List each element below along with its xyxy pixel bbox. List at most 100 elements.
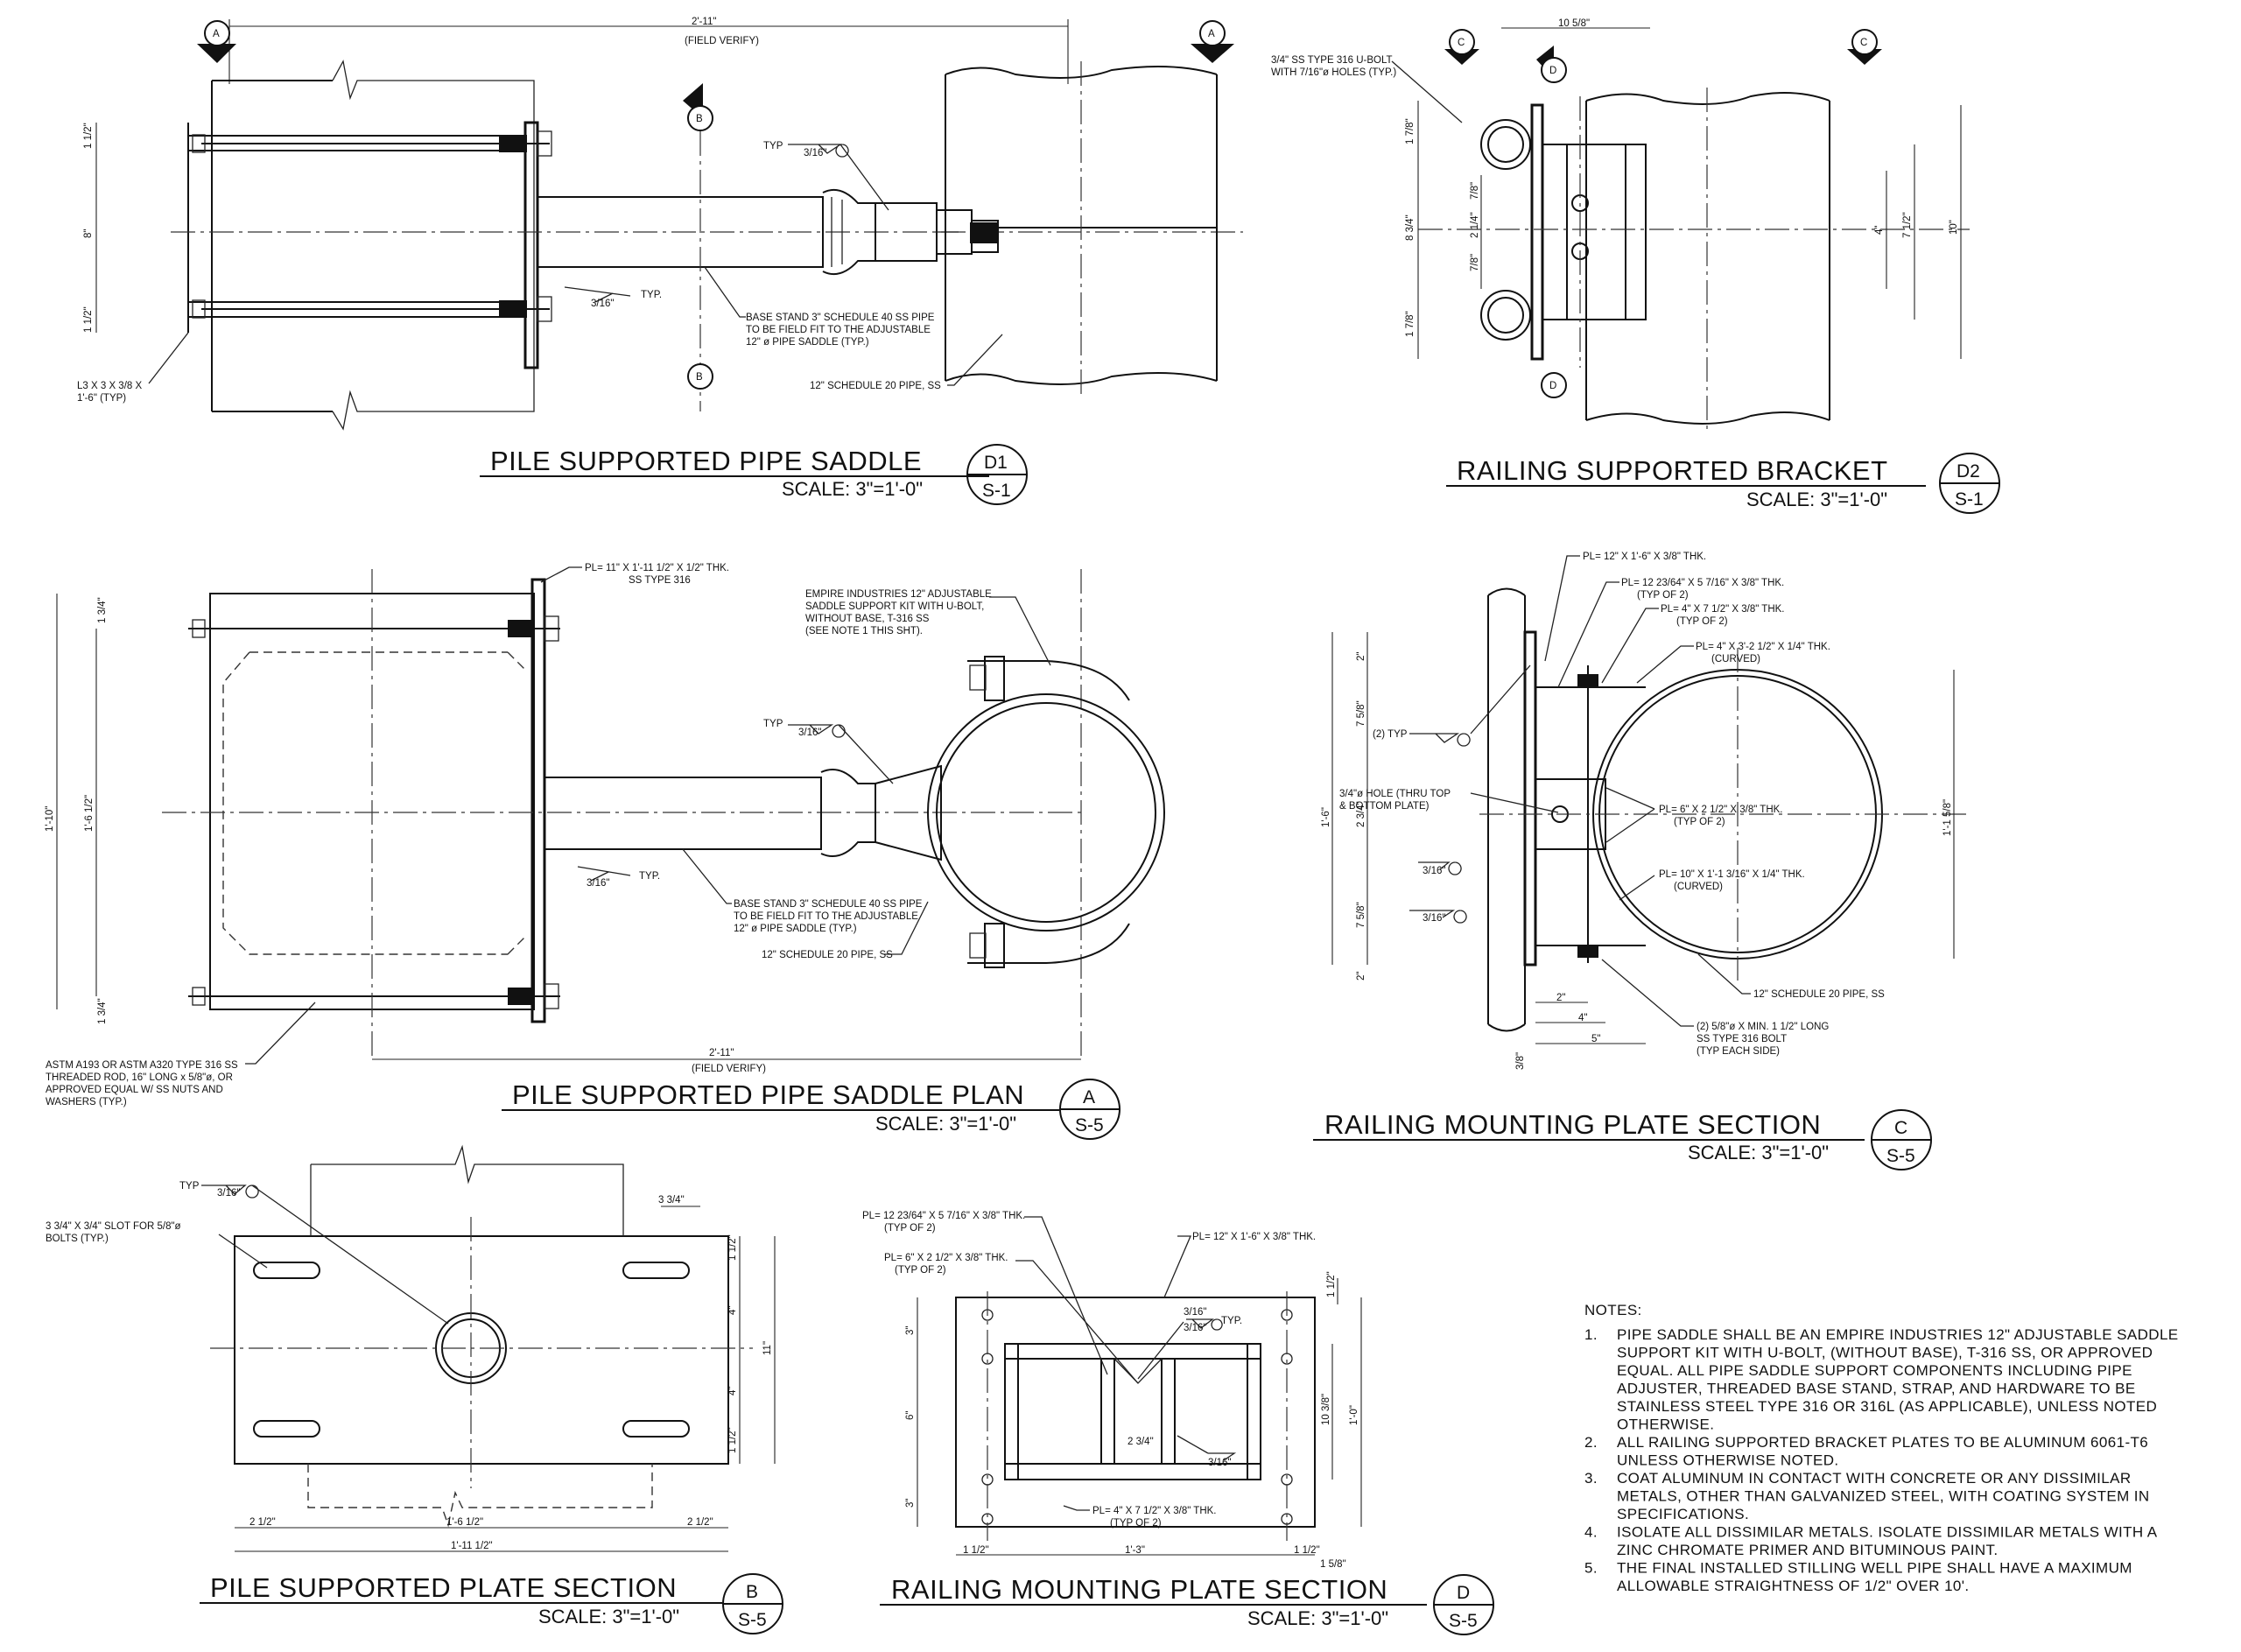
svg-text:(TYP OF 2): (TYP OF 2) xyxy=(895,1265,946,1276)
svg-text:WASHERS (TYP.): WASHERS (TYP.) xyxy=(46,1097,127,1107)
note-number: 4. xyxy=(1584,1524,1598,1541)
svg-text:WITH 7/16"ø HOLES (TYP.): WITH 7/16"ø HOLES (TYP.) xyxy=(1271,67,1396,78)
svg-text:(FIELD VERIFY): (FIELD VERIFY) xyxy=(692,1064,766,1074)
svg-text:3/16": 3/16" xyxy=(1423,913,1445,924)
d-ref: D xyxy=(1457,1583,1470,1603)
svg-text:PL= 4" X 7 1/2" X 3/8" THK.: PL= 4" X 7 1/2" X 3/8" THK. xyxy=(1092,1506,1217,1516)
svg-text:12" ø PIPE SADDLE (TYP.): 12" ø PIPE SADDLE (TYP.) xyxy=(734,924,857,934)
svg-text:2'-11": 2'-11" xyxy=(709,1048,734,1058)
svg-text:3/16": 3/16" xyxy=(1184,1323,1206,1333)
note-line: ALL RAILING SUPPORTED BRACKET PLATES TO … xyxy=(1617,1434,2148,1451)
svg-text:A: A xyxy=(213,29,220,39)
svg-text:PL= 6" X 2 1/2" X 3/8" THK.: PL= 6" X 2 1/2" X 3/8" THK. xyxy=(1659,805,1783,815)
b-sheet: S-5 xyxy=(738,1610,767,1630)
a-scale: SCALE: 3"=1'-0" xyxy=(875,1113,1016,1135)
d1-title: PILE SUPPORTED PIPE SADDLE xyxy=(490,446,922,476)
a-ref: A xyxy=(1083,1087,1095,1107)
svg-text:(CURVED): (CURVED) xyxy=(1674,882,1723,892)
section-marker-c-left: C xyxy=(1444,29,1479,65)
svg-text:4": 4" xyxy=(1874,226,1885,235)
svg-text:(TYP OF 2): (TYP OF 2) xyxy=(1110,1518,1162,1529)
section-marker-d-top: D xyxy=(1536,46,1567,83)
note-number: 5. xyxy=(1584,1560,1598,1577)
note-line: COAT ALUMINUM IN CONTACT WITH CONCRETE O… xyxy=(1617,1470,2132,1487)
svg-text:PL= 4" X 3'-2 1/2" X 1/4" THK.: PL= 4" X 3'-2 1/2" X 1/4" THK. xyxy=(1696,642,1830,652)
b-title: PILE SUPPORTED PLATE SECTION xyxy=(210,1572,677,1603)
section-marker-b-bottom: B xyxy=(687,363,713,390)
svg-text:TYP: TYP xyxy=(179,1181,200,1192)
d-title: RAILING MOUNTING PLATE SECTION xyxy=(891,1574,1387,1605)
svg-text:SADDLE SUPPORT KIT WITH U-BOLT: SADDLE SUPPORT KIT WITH U-BOLT, xyxy=(805,601,984,612)
svg-text:2 1/2": 2 1/2" xyxy=(687,1517,713,1528)
d1-dim-top: 2'-11" xyxy=(692,17,716,27)
svg-text:10 3/8": 10 3/8" xyxy=(1321,1394,1331,1425)
svg-text:BASE STAND 3" SCHEDULE 40 SS P: BASE STAND 3" SCHEDULE 40 SS PIPE xyxy=(746,313,935,323)
svg-text:L3 X 3 X 3/8 X: L3 X 3 X 3/8 X xyxy=(77,381,142,391)
svg-text:A: A xyxy=(1208,29,1215,39)
svg-text:1 5/8": 1 5/8" xyxy=(1320,1559,1346,1570)
a-sheet: S-5 xyxy=(1075,1115,1104,1135)
note-number: 1. xyxy=(1584,1326,1598,1343)
d2-ref: D2 xyxy=(1956,461,1980,482)
detail-d: PL= 12 23/64" X 5 7/16" X 3/8" THK. (TYP… xyxy=(862,1211,1494,1635)
c-ref: C xyxy=(1894,1118,1907,1138)
a-title: PILE SUPPORTED PIPE SADDLE PLAN xyxy=(512,1079,1024,1110)
note-line: ISOLATE ALL DISSIMILAR METALS. ISOLATE D… xyxy=(1617,1524,2158,1541)
svg-text:12" SCHEDULE 20 PIPE, SS: 12" SCHEDULE 20 PIPE, SS xyxy=(1753,989,1885,1000)
note-line: THE FINAL INSTALLED STILLING WELL PIPE S… xyxy=(1617,1560,2132,1577)
svg-text:1 3/4": 1 3/4" xyxy=(97,597,108,623)
d2-sheet: S-1 xyxy=(1955,489,1984,510)
svg-text:5": 5" xyxy=(1591,1034,1600,1044)
svg-text:(TYP EACH SIDE): (TYP EACH SIDE) xyxy=(1697,1046,1780,1057)
svg-text:3/4" SS TYPE 316 U-BOLT: 3/4" SS TYPE 316 U-BOLT xyxy=(1271,55,1393,66)
svg-text:D: D xyxy=(1549,66,1556,76)
svg-text:12" ø PIPE SADDLE (TYP.): 12" ø PIPE SADDLE (TYP.) xyxy=(746,337,869,348)
svg-text:SS TYPE 316: SS TYPE 316 xyxy=(629,575,691,586)
notes-heading: NOTES: xyxy=(1584,1302,1642,1318)
svg-text:3": 3" xyxy=(905,1499,916,1508)
svg-text:B: B xyxy=(696,372,703,383)
svg-text:PL= 11" X 1'-11 1/2" X 1/2" TH: PL= 11" X 1'-11 1/2" X 1/2" THK. xyxy=(585,563,729,573)
svg-text:3": 3" xyxy=(905,1326,916,1335)
detail-b: TYP 3/16" 3 3/4" X 3/4" SLOT FOR 5/8"ø B… xyxy=(46,1144,783,1634)
detail-c: PL= 12" X 1'-6" X 3/8" THK. PL= 12 23/64… xyxy=(1313,552,1970,1170)
svg-text:4": 4" xyxy=(1578,1013,1587,1023)
svg-text:1 1/2": 1 1/2" xyxy=(83,123,94,149)
svg-text:3/4"ø HOLE (THRU TOP: 3/4"ø HOLE (THRU TOP xyxy=(1339,789,1451,799)
svg-text:TYP: TYP xyxy=(763,719,783,729)
svg-text:1'-10": 1'-10" xyxy=(45,806,55,832)
note-line: SPECIFICATIONS. xyxy=(1617,1506,1749,1522)
d2-scale: SCALE: 3"=1'-0" xyxy=(1746,489,1887,510)
svg-text:C: C xyxy=(1860,38,1867,48)
note-line: ALLOWABLE STRAIGHTNESS OF 1/2" OVER 10'. xyxy=(1617,1578,1970,1594)
svg-text:2 1/2": 2 1/2" xyxy=(249,1517,276,1528)
note-line: EQUAL. ALL PIPE SADDLE SUPPORT COMPONENT… xyxy=(1617,1362,2132,1379)
note-line: OTHERWISE. xyxy=(1617,1417,1714,1433)
svg-text:(TYP OF 2): (TYP OF 2) xyxy=(1676,616,1728,627)
detail-d2: 10 5/8" 3/4" SS TYPE 316 U-BOLT WITH 7/1… xyxy=(1271,18,2000,514)
svg-text:4": 4" xyxy=(727,1306,738,1315)
d2-title: RAILING SUPPORTED BRACKET xyxy=(1457,455,1888,486)
svg-text:1 1/2": 1 1/2" xyxy=(1294,1545,1320,1556)
svg-text:EMPIRE INDUSTRIES 12" ADJUSTAB: EMPIRE INDUSTRIES 12" ADJUSTABLE xyxy=(805,589,992,600)
svg-text:3/16": 3/16" xyxy=(591,299,614,309)
svg-text:8 3/4": 8 3/4" xyxy=(1405,214,1416,241)
svg-text:7 5/8": 7 5/8" xyxy=(1356,902,1366,928)
c-title: RAILING MOUNTING PLATE SECTION xyxy=(1324,1109,1821,1140)
svg-text:PL= 10" X 1'-1 3/16" X 1/4" TH: PL= 10" X 1'-1 3/16" X 1/4" THK. xyxy=(1659,869,1805,880)
note-line: SUPPORT KIT WITH U-BOLT, (WITHOUT BASE),… xyxy=(1617,1345,2153,1361)
svg-text:TO BE FIELD FIT TO THE ADJUSTA: TO BE FIELD FIT TO THE ADJUSTABLE xyxy=(746,325,931,335)
svg-text:12" SCHEDULE 20 PIPE, SS: 12" SCHEDULE 20 PIPE, SS xyxy=(810,381,941,391)
b-scale: SCALE: 3"=1'-0" xyxy=(538,1606,679,1627)
section-marker-c-right: C xyxy=(1847,29,1882,65)
svg-text:(TYP OF 2): (TYP OF 2) xyxy=(884,1223,936,1234)
svg-text:3/16": 3/16" xyxy=(1184,1307,1206,1318)
d1-scale: SCALE: 3"=1'-0" xyxy=(782,478,923,500)
note-line: PIPE SADDLE SHALL BE AN EMPIRE INDUSTRIE… xyxy=(1617,1326,2179,1343)
notes-block: NOTES: 1. PIPE SADDLE SHALL BE AN EMPIRE … xyxy=(1584,1302,2179,1594)
svg-text:& BOTTOM PLATE): & BOTTOM PLATE) xyxy=(1339,801,1430,812)
svg-text:WITHOUT BASE, T-316 SS: WITHOUT BASE, T-316 SS xyxy=(805,614,930,624)
svg-text:(2) 5/8"ø X MIN. 1 1/2" LONG: (2) 5/8"ø X MIN. 1 1/2" LONG xyxy=(1697,1022,1829,1032)
